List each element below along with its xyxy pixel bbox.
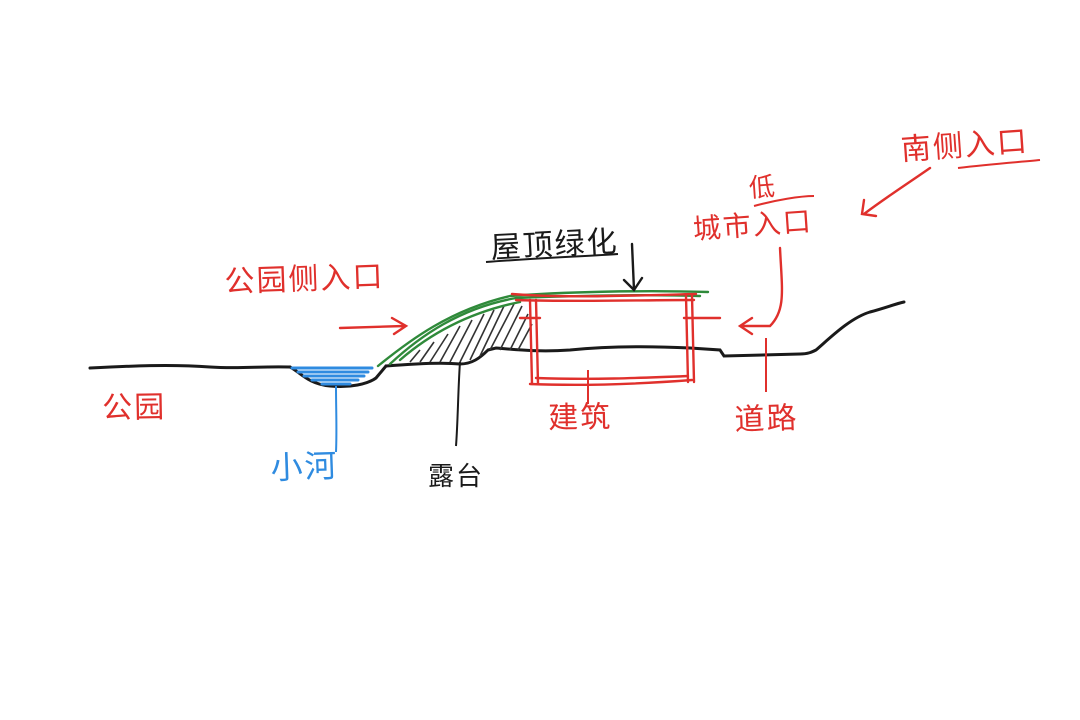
south-label-underline	[957, 159, 1041, 169]
label-park: 公园	[101, 389, 167, 426]
label-park-side-entrance: 公园侧入口	[223, 259, 386, 300]
roof-label-underline	[485, 253, 619, 263]
roof-arrow	[622, 242, 644, 292]
label-terrace: 露台	[428, 462, 485, 492]
park-entrance-arrow	[338, 316, 409, 336]
ground-line-mound	[384, 300, 906, 368]
city-entrance-arrow	[737, 246, 784, 336]
ground-line-left	[88, 363, 292, 370]
label-road: 道路	[733, 400, 800, 438]
river-water	[290, 366, 374, 386]
label-low: 低	[747, 172, 778, 204]
building-outline	[510, 292, 722, 386]
south-entrance-arrow	[860, 166, 932, 218]
low-underline	[753, 195, 815, 207]
label-south-side: 南侧入口	[899, 124, 1030, 168]
label-city-entrance: 城市入口	[691, 204, 814, 246]
green-roof	[376, 290, 710, 368]
label-roof-grass: 屋顶绿化	[489, 224, 620, 266]
terrace-leader-line	[455, 361, 461, 447]
label-building: 建筑	[547, 399, 613, 436]
label-river: 小河	[269, 446, 340, 487]
